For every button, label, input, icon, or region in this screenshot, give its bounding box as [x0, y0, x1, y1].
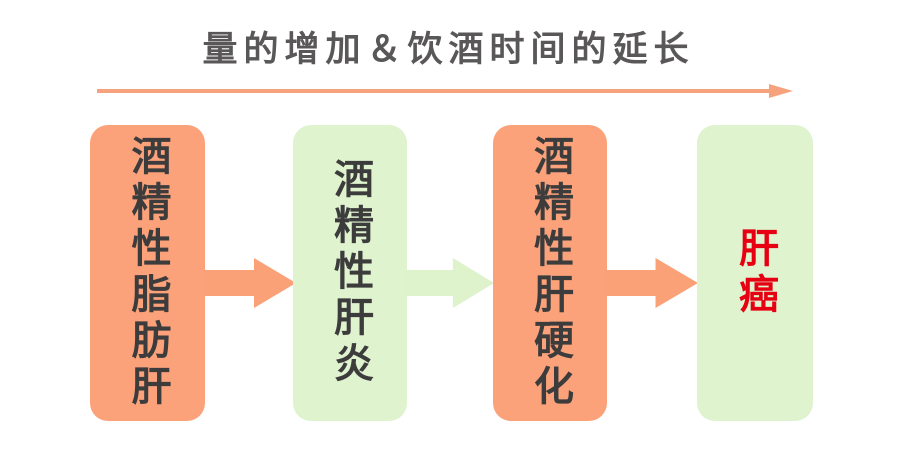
- timeline-arrow-icon: [97, 84, 793, 98]
- timeline-arrow-shaft: [97, 89, 773, 93]
- flow-arrow-shaft: [605, 270, 658, 296]
- stage-alcoholic-cirrhosis: 酒精性肝硬化: [493, 125, 607, 421]
- timeline-arrow-head: [769, 84, 793, 98]
- flow-arrow-shaft: [404, 270, 455, 296]
- stage-label: 酒精性肝炎: [327, 158, 373, 388]
- stage-alcoholic-hepatitis: 酒精性肝炎: [293, 125, 407, 421]
- flow-arrow-head: [655, 258, 698, 308]
- stage-label: 肝癌: [732, 227, 778, 319]
- stage-label: 酒精性肝硬化: [527, 135, 573, 411]
- stage-label: 酒精性脂肪肝: [124, 135, 171, 411]
- diagram-title: 量的增加＆饮酒时间的延长: [202, 30, 695, 70]
- stage-alcoholic-fatty-liver: 酒精性脂肪肝: [90, 125, 205, 421]
- flow-arrow-head: [452, 258, 494, 308]
- flow-arrow-3-icon: [605, 258, 698, 308]
- stage-liver-cancer: 肝癌: [697, 125, 813, 421]
- flow-arrow-shaft: [204, 270, 256, 296]
- flow-arrow-2-icon: [404, 258, 494, 308]
- flow-arrow-1-icon: [204, 258, 296, 308]
- flow-arrow-head: [254, 258, 296, 308]
